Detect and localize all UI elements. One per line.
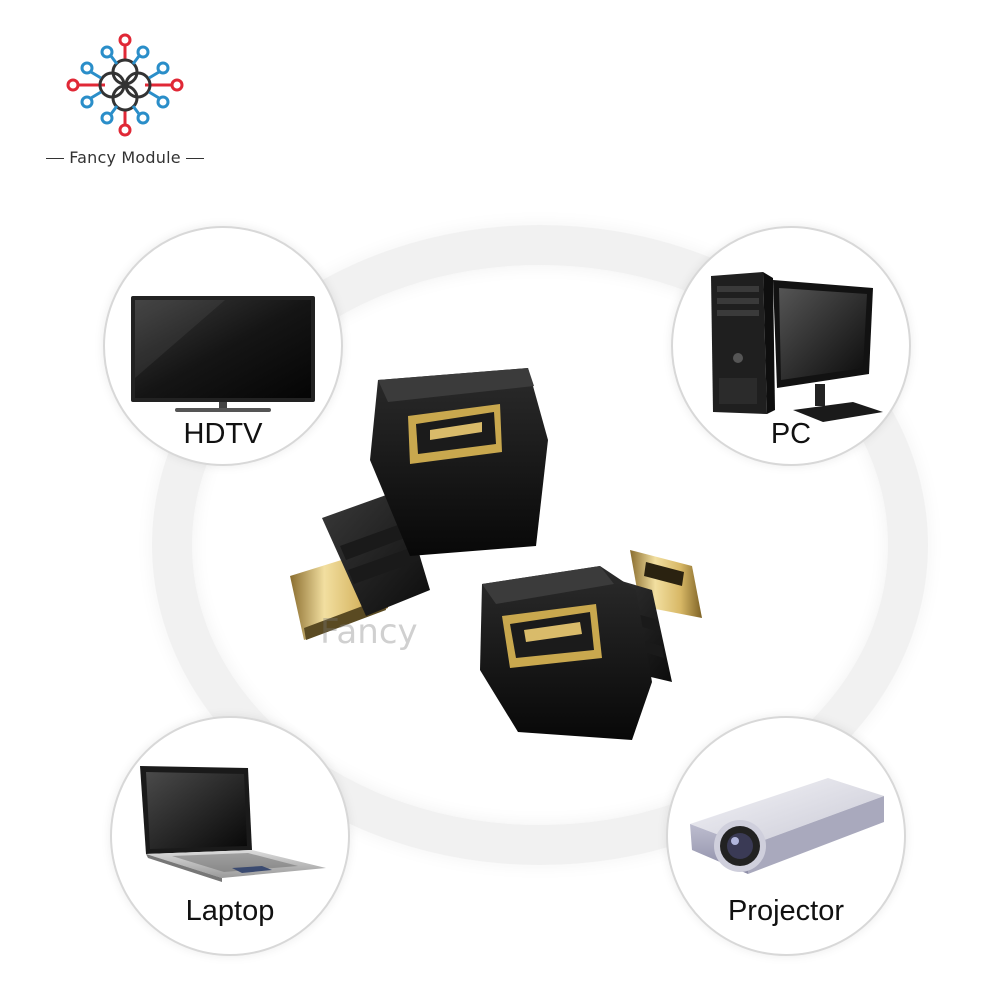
projector-icon xyxy=(690,778,884,874)
device-label-laptop: Laptop xyxy=(185,895,275,927)
device-label-projector: Projector xyxy=(727,895,845,927)
device-pc: PC xyxy=(671,226,911,466)
device-laptop: Laptop xyxy=(110,716,350,956)
circuit-flower-icon xyxy=(66,33,184,137)
brand-logo: Fancy Module xyxy=(40,30,210,180)
hdmi-right-angle-adapter-icon xyxy=(290,368,702,740)
device-hdtv: HDTV xyxy=(103,226,343,466)
device-label-pc: PC xyxy=(770,418,812,450)
desktop-pc-icon xyxy=(711,272,883,422)
watermark-text: Fancy xyxy=(320,612,418,652)
device-projector: Projector xyxy=(666,716,906,956)
laptop-icon xyxy=(140,766,326,882)
brand-name: Fancy Module xyxy=(40,148,210,167)
device-label-hdtv: HDTV xyxy=(183,418,263,450)
tv-icon xyxy=(131,296,315,412)
